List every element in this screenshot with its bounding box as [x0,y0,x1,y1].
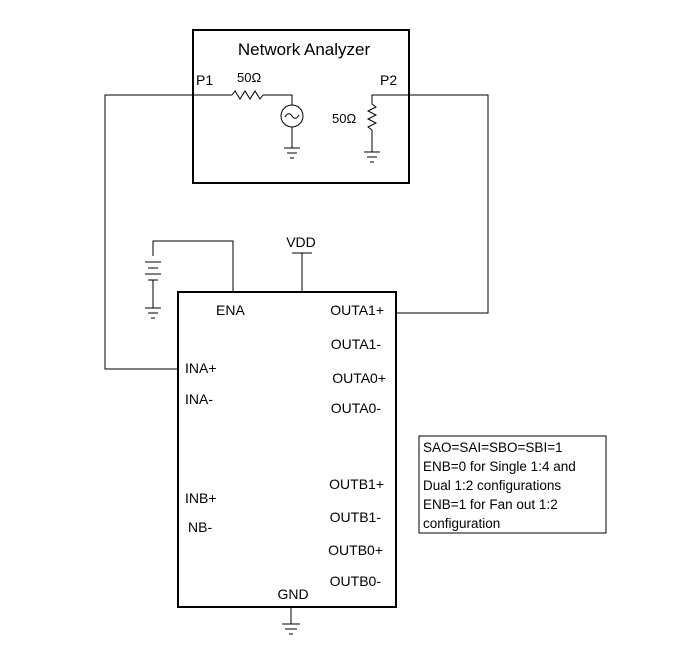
battery-icon [145,261,161,281]
gnd-label: GND [277,586,308,602]
pin-ina-minus: INA- [185,391,213,407]
pin-outb1-minus: OUTB1- [330,509,382,525]
battery-ground-icon [145,307,161,319]
series-resistor-symbol [231,90,264,100]
source-top-wire [263,94,293,105]
port2-label: P2 [380,72,397,88]
config-note-line-3: Dual 1:2 configurations [423,478,561,493]
pin-outa1-minus: OUTA1- [331,336,382,352]
shunt-resistor-symbol [366,103,378,131]
config-note-line-5: configuration [423,516,500,531]
pin-inb-minus: NB- [188,519,212,535]
port1-label: P1 [196,72,213,88]
vdd-label: VDD [286,234,316,250]
config-note-box [418,435,607,534]
pin-inb-plus: INB+ [185,490,217,506]
shunt-resistor-label: 50Ω [332,111,356,126]
ena-bias-wire [152,240,234,292]
pin-outb0-minus: OUTB0- [330,573,382,589]
network-analyzer-box [192,29,410,184]
pin-ina-plus: INA+ [185,360,217,376]
pin-outb1-plus: OUTB1+ [329,476,384,492]
outa1-plus-to-p2-wire [396,94,489,314]
ac-source-wave-icon [284,113,300,119]
pin-outa1-plus: OUTA1+ [330,302,384,318]
network-analyzer-title: Network Analyzer [238,40,371,59]
pin-outa0-plus: OUTA0+ [332,370,386,386]
p2-wire [371,94,409,104]
config-note-line-4: ENB=1 for Fan out 1:2 [423,497,558,512]
chip-body [177,291,397,608]
p1-to-ina-plus-wire [104,94,193,370]
pin-ena: ENA [216,302,245,318]
config-note-line-2: ENB=0 for Single 1:4 and [423,459,576,474]
pin-outb0-plus: OUTB0+ [328,542,383,558]
chip-ground-icon [282,623,300,635]
analyzer-ground-right-icon [364,151,380,163]
analyzer-ground-left-icon [284,147,300,159]
series-resistor-label: 50Ω [237,70,261,85]
pin-outa0-minus: OUTA0- [331,400,382,416]
config-note-line-1: SAO=SAI=SBO=SBI=1 [423,440,563,455]
